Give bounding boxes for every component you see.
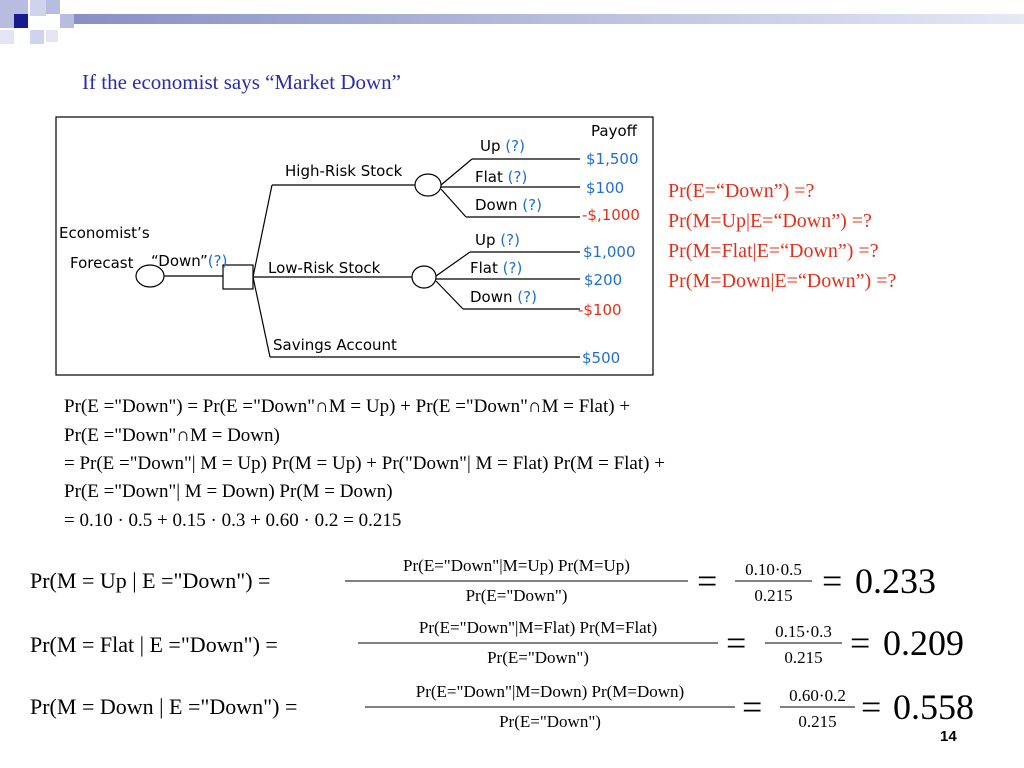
posterior-up-eq: =: [697, 561, 718, 601]
question-3: Pr(M=Flat|E=“Down”) =?: [668, 240, 879, 262]
posterior-down-den2: 0.215: [798, 712, 837, 731]
posterior-down-num2: 0.60·0.2: [789, 686, 846, 705]
equation-line-4: Pr(E ="Down"| M = Down) Pr(M = Down): [64, 481, 393, 502]
slide-title: If the economist says “Market Down”: [82, 70, 401, 94]
low-flat-unknown: (?): [502, 259, 523, 277]
posterior-up-eq2: =: [822, 561, 843, 601]
savings-label: Savings Account: [273, 336, 397, 354]
posterior-down-eq: =: [742, 687, 763, 727]
posterior-flat-den2: 0.215: [784, 648, 823, 667]
root-label-line1: Economist’s: [59, 224, 150, 242]
low-up-unknown: (?): [500, 231, 520, 249]
payoff-savings: $500: [582, 349, 621, 367]
high-down-text: Down: [475, 196, 518, 214]
posterior-down-den: Pr(E="Down"): [499, 712, 601, 731]
equation-line-3: = Pr(E ="Down"| M = Up) Pr(M = Up) + Pr(…: [64, 453, 665, 474]
equation-line-5: = 0.10 · 0.5 + 0.15 · 0.3 + 0.60 · 0.2 =…: [64, 510, 402, 531]
payoff-low-up: $1,000: [583, 243, 636, 261]
branch-down-text: “Down”: [151, 252, 208, 270]
question-1: Pr(E=“Down”) =?: [668, 180, 815, 202]
question-2: Pr(M=Up|E=“Down”) =?: [668, 210, 872, 232]
payoff-high-up: $1,500: [586, 150, 639, 168]
high-risk-label: High-Risk Stock: [285, 162, 403, 180]
posterior-flat-lhs: Pr(M = Flat | E ="Down") =: [30, 632, 278, 657]
high-down-unknown: (?): [522, 196, 542, 214]
posterior-down-lhs: Pr(M = Down | E ="Down") =: [30, 694, 298, 719]
equation-line-1: Pr(E ="Down") = Pr(E ="Down"∩M = Up) + P…: [64, 396, 631, 417]
equation-line-2: Pr(E ="Down"∩M = Down): [64, 425, 280, 446]
posterior-flat-eq2: =: [850, 623, 871, 663]
high-down-label: Down (?): [475, 196, 542, 214]
posterior-flat-num: Pr(E="Down"|M=Flat) Pr(M=Flat): [418, 618, 658, 637]
posterior-up-den: Pr(E="Down"): [465, 586, 568, 605]
low-down-unknown: (?): [517, 288, 537, 306]
posterior-up-lhs: Pr(M = Up | E ="Down") =: [30, 568, 271, 593]
payoff-high-down: -$,1000: [582, 206, 640, 224]
page-number: 14: [940, 728, 957, 745]
low-up-label: Up (?): [475, 231, 520, 249]
payoff-header: Payoff: [591, 122, 637, 140]
payoff-low-flat: $200: [584, 271, 623, 289]
high-flat-label: Flat (?): [475, 168, 527, 186]
question-4: Pr(M=Down|E=“Down”) =?: [668, 270, 897, 292]
payoff-high-flat: $100: [586, 179, 625, 197]
high-up-text: Up: [480, 137, 501, 155]
posterior-up-result: 0.233: [855, 561, 936, 601]
posterior-flat-den: Pr(E="Down"): [487, 648, 589, 667]
root-label-line2: Forecast: [70, 254, 134, 272]
posterior-up-num: Pr(E="Down"|M=Up) Pr(M=Up): [403, 556, 630, 575]
tree-lines: [55, 116, 654, 376]
payoff-low-down: -$100: [578, 301, 622, 319]
posterior-up-den2: 0.215: [754, 586, 793, 605]
posterior-down-num: Pr(E="Down"|M=Down) Pr(M=Down): [415, 682, 685, 701]
high-flat-text: Flat: [475, 168, 503, 186]
high-flat-unknown: (?): [507, 168, 528, 186]
low-flat-label: Flat (?): [470, 259, 522, 277]
low-down-label: Down (?): [470, 288, 537, 306]
branch-down-label: “Down”(?): [151, 252, 227, 270]
branch-down-unknown: (?): [207, 252, 228, 270]
high-up-unknown: (?): [505, 137, 525, 155]
low-flat-text: Flat: [470, 259, 498, 277]
high-up-label: Up (?): [480, 137, 525, 155]
posterior-down-result: 0.558: [893, 687, 974, 727]
posterior-flat-num2: 0.15·0.3: [775, 622, 832, 641]
low-risk-label: Low-Risk Stock: [268, 259, 381, 277]
low-up-text: Up: [475, 231, 496, 249]
posterior-flat-eq: =: [726, 623, 747, 663]
posterior-up-num2: 0.10·0.5: [745, 560, 802, 579]
posterior-down-eq2: =: [861, 687, 882, 727]
posterior-flat-result: 0.209: [883, 623, 964, 663]
low-down-text: Down: [470, 288, 513, 306]
